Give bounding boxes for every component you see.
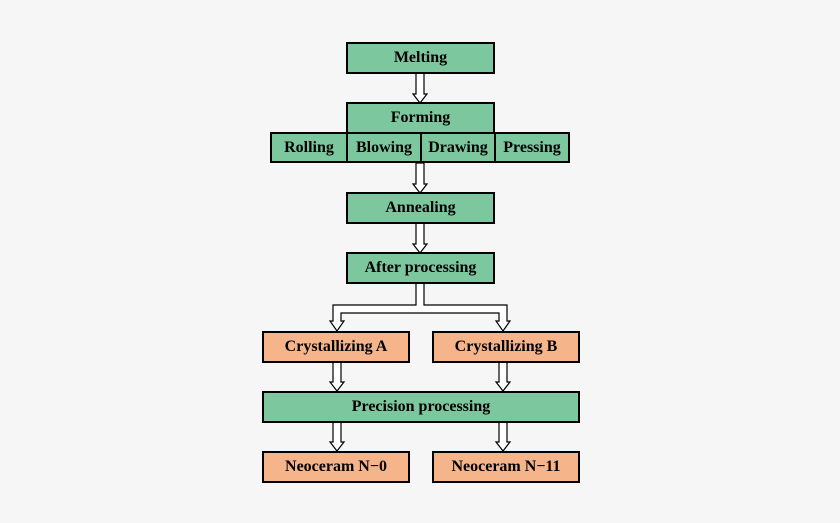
product-neoceram-n0: Neoceram N−0 (262, 451, 410, 483)
step-forming: Forming (346, 102, 495, 134)
step-annealing-label: Annealing (385, 199, 456, 216)
arrow-annealing-to-after-processing (411, 222, 429, 254)
arrow-after-processing-split (328, 282, 512, 333)
step-precision-processing-label: Precision processing (351, 398, 491, 415)
forming-method-pressing-label: Pressing (503, 138, 561, 156)
forming-method-drawing-label: Drawing (428, 138, 488, 156)
step-crystallizing-a: Crystallizing A (262, 331, 410, 363)
arrow-crystallizing-b-to-precision (494, 361, 512, 392)
step-precision-processing: Precision processing (262, 391, 580, 423)
step-forming-label: Forming (390, 109, 451, 126)
forming-method-rolling: Rolling (270, 132, 348, 163)
product-neoceram-n11: Neoceram N−11 (432, 451, 580, 483)
arrow-crystallizing-a-to-precision (328, 361, 346, 392)
step-crystallizing-a-label: Crystallizing A (284, 338, 388, 355)
step-after-processing-label: After processing (364, 259, 477, 276)
step-crystallizing-b-label: Crystallizing B (454, 338, 558, 355)
step-melting: Melting (346, 42, 495, 74)
arrow-forming-to-annealing (411, 162, 429, 194)
forming-method-drawing: Drawing (420, 132, 496, 163)
step-melting-label: Melting (393, 49, 448, 66)
arrow-precision-to-neoceram-n0 (328, 421, 346, 452)
forming-method-rolling-label: Rolling (284, 138, 334, 156)
arrow-melting-to-forming (411, 72, 429, 104)
forming-method-pressing: Pressing (494, 132, 570, 163)
arrow-precision-to-neoceram-n11 (494, 421, 512, 452)
forming-method-blowing-label: Blowing (355, 138, 412, 156)
step-after-processing: After processing (346, 252, 495, 284)
forming-method-blowing: Blowing (346, 132, 422, 163)
step-annealing: Annealing (346, 192, 495, 224)
step-crystallizing-b: Crystallizing B (432, 331, 580, 363)
product-neoceram-n11-label: Neoceram N−11 (451, 458, 561, 475)
product-neoceram-n0-label: Neoceram N−0 (285, 458, 387, 475)
